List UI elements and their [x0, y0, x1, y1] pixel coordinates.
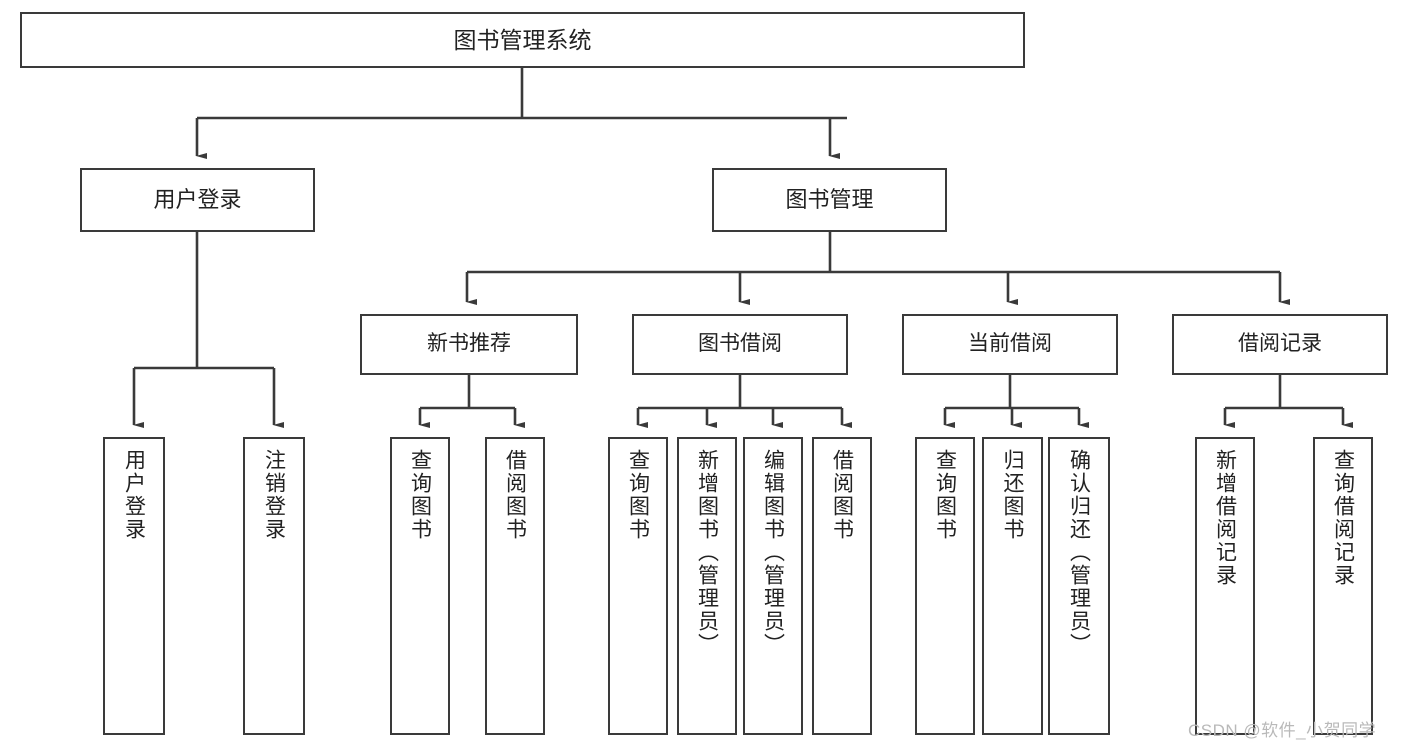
node-leaf-10[interactable]: 确认归还（管理员）: [1048, 437, 1110, 735]
node-level2-2-label: 当前借阅: [968, 332, 1052, 356]
node-leaf-2-label: 查询图书: [408, 449, 432, 541]
node-level1-0-label: 用户登录: [153, 187, 242, 213]
node-leaf-9-label: 归还图书: [1001, 449, 1024, 541]
node-level1-0[interactable]: 用户登录: [80, 168, 315, 232]
node-leaf-9[interactable]: 归还图书: [982, 437, 1043, 735]
node-leaf-3[interactable]: 借阅图书: [485, 437, 545, 735]
node-leaf-6[interactable]: 编辑图书（管理员）: [743, 437, 803, 735]
node-leaf-8[interactable]: 查询图书: [915, 437, 975, 735]
node-level2-0-label: 新书推荐: [427, 332, 511, 356]
node-level2-3[interactable]: 借阅记录: [1172, 314, 1388, 375]
node-leaf-11-label: 新增借阅记录: [1213, 449, 1237, 587]
node-leaf-5[interactable]: 新增图书（管理员）: [677, 437, 737, 735]
node-root[interactable]: 图书管理系统: [20, 12, 1025, 68]
node-leaf-4[interactable]: 查询图书: [608, 437, 668, 735]
node-leaf-12-label: 查询借阅记录: [1331, 449, 1355, 587]
node-level2-3-label: 借阅记录: [1238, 332, 1322, 356]
node-leaf-8-label: 查询图书: [933, 449, 957, 541]
node-root-label: 图书管理系统: [453, 26, 592, 53]
node-level2-1[interactable]: 图书借阅: [632, 314, 848, 375]
csdn-watermark: CSDN @软件_小贺同学: [1188, 721, 1377, 740]
node-level2-0[interactable]: 新书推荐: [360, 314, 578, 375]
node-leaf-10-label: 确认归还（管理员）: [1067, 449, 1091, 656]
node-leaf-7-label: 借阅图书: [830, 449, 854, 541]
node-level1-1-label: 图书管理: [785, 187, 874, 213]
node-leaf-1[interactable]: 注销登录: [243, 437, 305, 735]
node-leaf-3-label: 借阅图书: [503, 449, 527, 541]
node-leaf-1-label: 注销登录: [262, 449, 286, 541]
node-leaf-0-label: 用户登录: [122, 449, 146, 541]
node-level1-1[interactable]: 图书管理: [712, 168, 947, 232]
node-leaf-11[interactable]: 新增借阅记录: [1195, 437, 1255, 735]
node-level2-2[interactable]: 当前借阅: [902, 314, 1118, 375]
node-leaf-4-label: 查询图书: [626, 449, 650, 541]
node-leaf-7[interactable]: 借阅图书: [812, 437, 872, 735]
node-level2-1-label: 图书借阅: [698, 332, 782, 356]
node-leaf-2[interactable]: 查询图书: [390, 437, 450, 735]
node-leaf-0[interactable]: 用户登录: [103, 437, 165, 735]
node-leaf-5-label: 新增图书（管理员）: [695, 449, 719, 656]
node-leaf-6-label: 编辑图书（管理员）: [761, 449, 785, 656]
node-leaf-12[interactable]: 查询借阅记录: [1313, 437, 1373, 735]
